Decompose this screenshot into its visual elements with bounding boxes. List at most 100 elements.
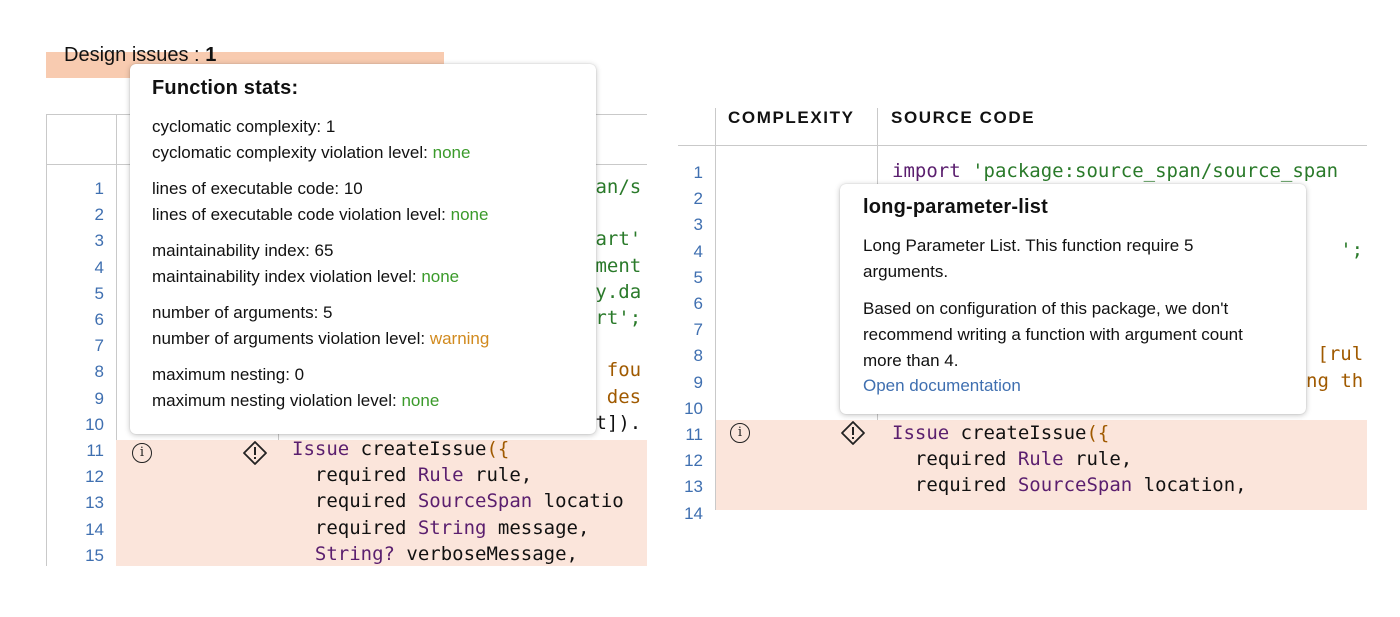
- stat-violation-level: maintainability index violation level: n…: [152, 267, 460, 286]
- design-issues-label: Design issues :: [64, 44, 200, 66]
- issue-highlight-row: [716, 420, 1367, 510]
- code-line: ng th: [1306, 370, 1363, 392]
- code-indent: [292, 517, 315, 539]
- function-stats-title: Function stats:: [152, 77, 299, 99]
- code-token: verboseMessage,: [394, 542, 578, 565]
- code-token: createIssue: [349, 438, 487, 460]
- code-token: createIssue: [949, 422, 1087, 444]
- line-number[interactable]: 6: [94, 310, 104, 329]
- code-token: String?: [314, 542, 395, 565]
- hint-title: long-parameter-list: [863, 196, 1048, 218]
- code-token: SourceSpan: [1017, 474, 1133, 497]
- line-number[interactable]: 6: [693, 294, 703, 313]
- long-parameter-list-popup: long-parameter-list Long Parameter List.…: [840, 184, 1306, 414]
- code-token: required: [914, 448, 1018, 471]
- code-token: ({: [1086, 422, 1110, 444]
- code-token: Issue: [892, 422, 950, 444]
- hint-description: Long Parameter List. This function requi…: [863, 236, 1194, 281]
- code-token: required: [314, 490, 418, 513]
- line-number[interactable]: 1: [94, 179, 104, 198]
- line-number[interactable]: 1: [693, 163, 703, 182]
- line-number[interactable]: 3: [693, 215, 703, 235]
- line-number[interactable]: 13: [85, 493, 104, 513]
- code-line: nt]).: [584, 412, 641, 434]
- code-line: Issue createIssue({: [292, 438, 509, 460]
- stat-violation-level: lines of executable code violation level…: [152, 205, 489, 224]
- info-circle-icon[interactable]: i: [730, 423, 750, 443]
- code-line: Issue createIssue({: [892, 422, 1109, 444]
- code-token: Issue: [292, 438, 350, 460]
- line-number[interactable]: 5: [693, 267, 703, 287]
- code-line: pan/s: [584, 176, 641, 198]
- code-line: rt';: [595, 307, 641, 329]
- code-token: des: [606, 385, 642, 408]
- code-token: ement: [584, 254, 642, 277]
- code-token: Rule: [417, 464, 464, 487]
- code-token: locatio: [532, 490, 624, 513]
- line-number[interactable]: 14: [684, 503, 703, 523]
- stat-violation-level: cyclomatic complexity violation level: n…: [152, 143, 471, 162]
- stat-metric: number of arguments: 5: [152, 303, 333, 322]
- line-number[interactable]: 4: [693, 241, 703, 261]
- code-token: ng th: [1306, 369, 1364, 392]
- code-token: ';: [1340, 238, 1364, 261]
- design-issues-count: 1: [205, 44, 217, 66]
- line-number[interactable]: 11: [86, 441, 104, 460]
- line-number[interactable]: 9: [94, 388, 104, 408]
- code-token: import: [892, 160, 973, 182]
- stat-metric: maximum nesting: 0: [152, 365, 305, 384]
- code-token: dart': [584, 228, 642, 251]
- line-number[interactable]: 7: [94, 336, 104, 356]
- line-number[interactable]: 7: [693, 320, 703, 340]
- line-number[interactable]: 12: [85, 467, 104, 487]
- line-number[interactable]: 14: [85, 519, 104, 539]
- stat-metric: lines of executable code: 10: [152, 179, 363, 198]
- code-line: [rul: [1317, 343, 1363, 365]
- code-line: des: [607, 386, 641, 408]
- code-token: rule,: [463, 464, 533, 487]
- code-line: String? verboseMessage,: [292, 543, 578, 565]
- code-indent: [292, 490, 315, 512]
- code-line: required SourceSpan locatio: [292, 490, 624, 512]
- line-number[interactable]: 5: [94, 283, 104, 303]
- line-number[interactable]: 8: [693, 346, 703, 366]
- code-token: required: [314, 516, 418, 539]
- complexity-column-header[interactable]: COMPLEXITY: [728, 108, 855, 127]
- line-number[interactable]: 4: [94, 257, 104, 277]
- info-circle-icon[interactable]: i: [132, 443, 152, 463]
- hint-recommendation: Based on configuration of this package, …: [863, 299, 1243, 370]
- line-number[interactable]: 12: [684, 451, 703, 471]
- stat-group: maximum nesting: 0 maximum nesting violat…: [152, 362, 574, 414]
- line-number[interactable]: 10: [85, 414, 104, 434]
- warning-diamond-icon[interactable]: [840, 420, 866, 446]
- line-number[interactable]: 2: [693, 189, 703, 209]
- source-code-column-header[interactable]: SOURCE CODE: [891, 108, 1036, 127]
- line-number[interactable]: 10: [684, 398, 703, 418]
- line-number[interactable]: 15: [85, 545, 104, 565]
- code-line: required Rule rule,: [892, 448, 1132, 470]
- line-number[interactable]: 13: [684, 477, 703, 497]
- code-line: required SourceSpan location,: [892, 474, 1247, 496]
- violation-level-badge: none: [432, 143, 471, 162]
- violation-level-badge: none: [401, 391, 440, 410]
- line-number[interactable]: 9: [693, 372, 703, 392]
- line-number[interactable]: 3: [94, 231, 104, 251]
- code-token: y.da: [595, 280, 642, 303]
- stat-violation-level: maximum nesting violation level: none: [152, 391, 440, 410]
- code-line: fou: [607, 359, 641, 381]
- stat-group: number of arguments: 5 number of argument…: [152, 300, 574, 352]
- code-indent: [892, 474, 915, 496]
- code-token: pan/s: [584, 176, 642, 198]
- code-line: required Rule rule,: [292, 464, 532, 486]
- code-token: String: [417, 516, 487, 539]
- line-number[interactable]: 2: [94, 205, 104, 225]
- open-documentation-link[interactable]: Open documentation: [863, 376, 1021, 395]
- line-number[interactable]: 8: [94, 362, 104, 382]
- warning-diamond-icon[interactable]: [242, 440, 268, 466]
- stat-violation-level: number of arguments violation level: war…: [152, 329, 490, 348]
- code-token: location,: [1132, 474, 1247, 497]
- line-number[interactable]: 11: [685, 425, 703, 444]
